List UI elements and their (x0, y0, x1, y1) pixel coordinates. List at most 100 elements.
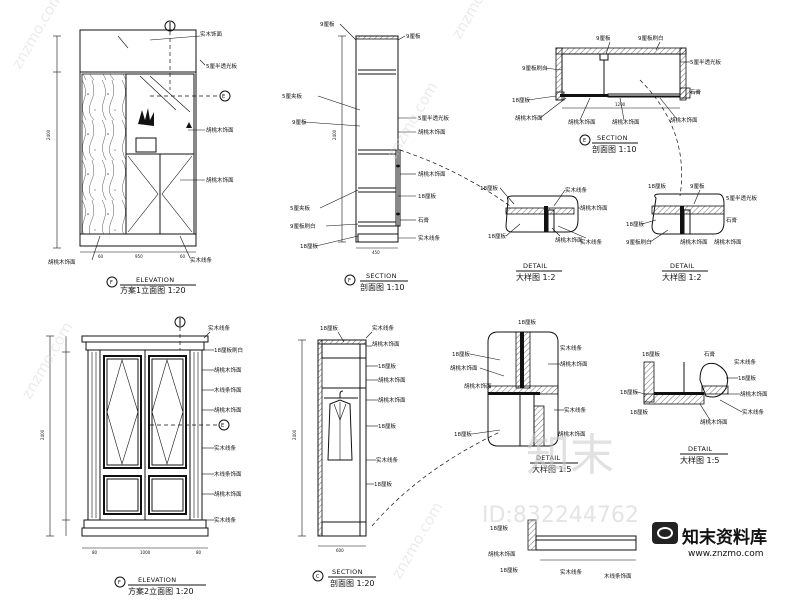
svg-text:18厘板: 18厘板 (626, 220, 644, 228)
svg-text:知末: 知末 (526, 430, 614, 481)
svg-text:实木线条: 实木线条 (372, 324, 395, 332)
svg-text:胡桃木饰面: 胡桃木饰面 (700, 418, 728, 426)
svg-text:F: F (118, 580, 121, 586)
svg-text:木线条饰面: 木线条饰面 (604, 572, 632, 580)
detail-4: 18厘板 石膏 实木线条 18厘板 胡桃木饰面 实木线条 18厘板 18厘板 胡… (620, 350, 768, 465)
svg-text:9厘板刷白: 9厘板刷白 (522, 64, 548, 72)
svg-text:18厘板刷白: 18厘板刷白 (214, 346, 243, 354)
svg-text:石膏: 石膏 (418, 216, 430, 224)
svg-text:DETAIL: DETAIL (536, 454, 560, 462)
elevation-1: 2400 60 950 60 E 5厘半 (46, 20, 237, 295)
svg-text:9厘板刷白: 9厘板刷白 (290, 222, 316, 230)
svg-text:胡桃木饰面: 胡桃木饰面 (48, 258, 76, 266)
svg-text:大样图 1:2: 大样图 1:2 (662, 272, 701, 282)
svg-text:80: 80 (196, 550, 202, 555)
svg-text:胡桃木饰面: 胡桃木饰面 (378, 396, 406, 404)
svg-text:胡桃木饰面: 胡桃木饰面 (206, 176, 234, 184)
svg-text:18厘板: 18厘板 (630, 408, 648, 416)
svg-text:18厘板: 18厘板 (512, 96, 530, 104)
svg-text:450: 450 (372, 250, 380, 255)
logo-mark-icon (652, 522, 678, 544)
svg-text:实木线条: 实木线条 (560, 568, 583, 576)
svg-text:18厘板: 18厘板 (738, 374, 756, 382)
svg-text:大样图 1:5: 大样图 1:5 (532, 464, 571, 474)
elevation-2: 2400 80 1000 80 E (40, 316, 243, 596)
svg-text:胡桃木饰面: 胡桃木饰面 (740, 390, 768, 398)
svg-text:实木线条: 实木线条 (564, 406, 587, 414)
svg-text:18厘板: 18厘板 (452, 350, 470, 358)
svg-text:方案2立面图 1:20: 方案2立面图 1:20 (128, 586, 194, 596)
svg-text:9厘板刷白: 9厘板刷白 (626, 238, 652, 246)
svg-text:胡桃木饰面: 胡桃木饰面 (714, 238, 742, 246)
svg-text:5厘半透光板: 5厘半透光板 (690, 58, 721, 66)
svg-text:18厘板: 18厘板 (374, 480, 392, 488)
svg-text:剖面图 1:10: 剖面图 1:10 (592, 144, 637, 154)
svg-text:5厘半透光板: 5厘半透光板 (206, 62, 237, 70)
svg-text:18厘板: 18厘板 (648, 182, 666, 190)
svg-text:SECTION: SECTION (366, 272, 397, 280)
svg-text:ID:832244762: ID:832244762 (482, 503, 639, 528)
svg-text:胡桃木饰面: 胡桃木饰面 (670, 116, 698, 124)
svg-text:实木线条: 实木线条 (560, 344, 583, 352)
svg-text:胡桃木饰面: 胡桃木饰面 (680, 238, 708, 246)
svg-text:18厘板: 18厘板 (300, 242, 318, 250)
svg-text:实木线条: 实木线条 (214, 444, 237, 452)
section-3: 2400 600 18厘板 实木线条 胡桃木饰面 18厘板 胡桃木饰面 胡桃木饰… (292, 324, 501, 588)
svg-text:实木线条: 实木线条 (208, 324, 231, 332)
svg-text:胡桃木饰面: 胡桃木饰面 (418, 128, 446, 136)
svg-text:胡桃木饰面: 胡桃木饰面 (555, 236, 583, 244)
svg-text:胡桃木饰面: 胡桃木饰面 (580, 204, 608, 212)
svg-text:实木线条: 实木线条 (734, 358, 757, 366)
svg-text:实木线条: 实木线条 (580, 238, 603, 246)
svg-text:胡桃木饰面: 胡桃木饰面 (372, 340, 400, 348)
logo-text: 知末资料库 (682, 528, 767, 548)
svg-text:9厘板: 9厘板 (690, 182, 705, 190)
svg-text:18厘板: 18厘板 (480, 184, 498, 192)
svg-text:9厘板: 9厘板 (406, 32, 421, 40)
svg-text:5厘夹板: 5厘夹板 (282, 92, 302, 100)
svg-text:18厘板: 18厘板 (378, 362, 396, 370)
logo-url: www.znzmo.com (688, 549, 764, 559)
svg-text:石膏: 石膏 (726, 216, 738, 224)
svg-text:胡桃木饰面: 胡桃木饰面 (612, 118, 640, 126)
svg-text:950: 950 (135, 254, 143, 259)
svg-text:80: 80 (92, 550, 98, 555)
svg-text:剖面图 1:20: 剖面图 1:20 (330, 578, 375, 588)
svg-text:9厘板: 9厘板 (320, 20, 335, 28)
svg-text:E: E (583, 138, 586, 144)
svg-text:2400: 2400 (40, 429, 45, 440)
svg-text:胡桃木饰面: 胡桃木饰面 (206, 126, 234, 134)
svg-text:胡桃木饰面: 胡桃木饰面 (488, 550, 516, 558)
svg-text:剖面图 1:10: 剖面图 1:10 (360, 282, 405, 292)
svg-text:胡桃木饰面: 胡桃木饰面 (214, 406, 242, 414)
svg-text:DETAIL: DETAIL (688, 445, 712, 453)
svg-text:9厘板: 9厘板 (292, 118, 307, 126)
svg-text:18厘板: 18厘板 (378, 422, 396, 430)
svg-text:2400: 2400 (332, 129, 337, 140)
svg-text:SECTION: SECTION (332, 568, 363, 576)
svg-text:方案1立面图 1:20: 方案1立面图 1:20 (120, 285, 186, 295)
svg-text:2400: 2400 (292, 429, 297, 440)
svg-text:ELEVATION: ELEVATION (138, 576, 176, 584)
svg-text:5厘夹板: 5厘夹板 (290, 204, 310, 212)
svg-text:胡桃木饰面: 胡桃木饰面 (450, 364, 478, 372)
svg-text:胡桃木饰面: 胡桃木饰面 (560, 360, 588, 368)
svg-text:胡桃木饰面: 胡桃木饰面 (214, 490, 242, 498)
svg-text:SECTION: SECTION (597, 134, 628, 142)
svg-text:5厘半透光板: 5厘半透光板 (418, 114, 449, 122)
section-2: 1200 9厘板 9厘板刷白 9厘板刷白 5厘半透光板 石膏 18厘板 胡桃木饰… (399, 34, 721, 207)
svg-text:600: 600 (336, 548, 344, 553)
svg-text:1200: 1200 (615, 102, 626, 107)
svg-text:大样图 1:2: 大样图 1:2 (516, 272, 555, 282)
brand-logo: 知末资料库 www.znzmo.com (648, 518, 796, 568)
svg-text:1000: 1000 (140, 550, 151, 555)
svg-text:DETAIL: DETAIL (523, 262, 547, 270)
svg-text:胡桃木饰面: 胡桃木饰面 (558, 430, 586, 438)
svg-text:2400: 2400 (46, 129, 51, 140)
svg-text:E: E (221, 423, 224, 429)
svg-text:9厘板刷白: 9厘板刷白 (638, 34, 664, 42)
svg-text:实木饰面: 实木饰面 (200, 30, 223, 38)
svg-text:木线条饰面: 木线条饰面 (214, 386, 242, 394)
svg-text:实木线条: 实木线条 (214, 516, 237, 524)
